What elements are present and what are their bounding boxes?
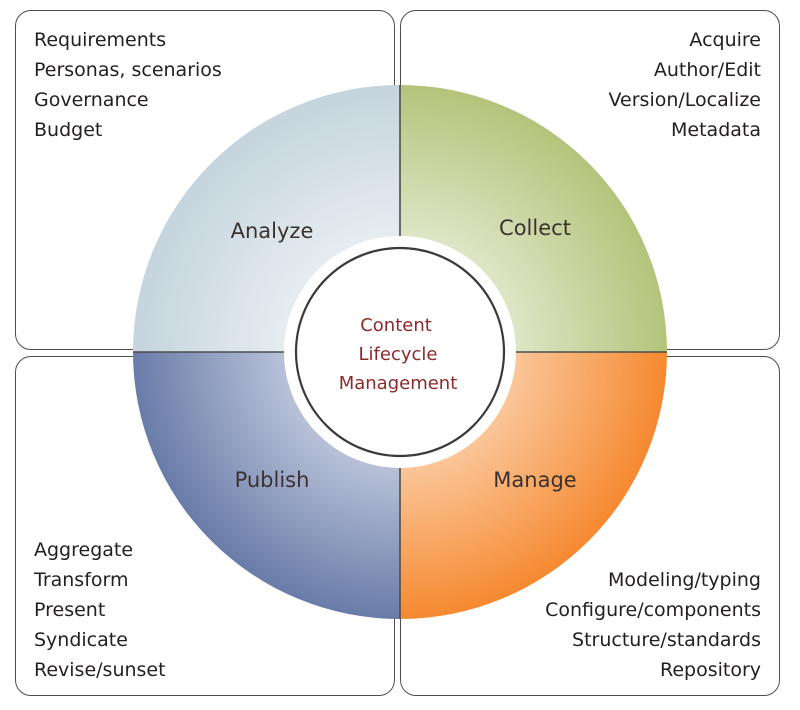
collect-label: Collect xyxy=(499,216,571,240)
publish-item: Transform xyxy=(34,569,129,591)
publish-label: Publish xyxy=(235,468,310,492)
publish-items-list: Aggregate Transform Present Syndicate Re… xyxy=(34,535,166,685)
center-label-line-3: Management xyxy=(339,373,458,394)
collect-item: Author/Edit xyxy=(653,59,761,81)
manage-item: Structure/standards xyxy=(572,629,761,651)
collect-item: Metadata xyxy=(671,119,761,141)
collect-item: Version/Localize xyxy=(608,89,761,111)
collect-items-list: Acquire Author/Edit Version/Localize Met… xyxy=(609,25,761,145)
analyze-item: Budget xyxy=(34,119,103,141)
analyze-items-list: Requirements Personas, scenarios Governa… xyxy=(34,25,222,145)
manage-item: Configure/components xyxy=(545,599,761,621)
publish-item: Aggregate xyxy=(34,539,134,561)
collect-item: Acquire xyxy=(689,29,761,51)
publish-item: Revise/sunset xyxy=(34,659,166,681)
analyze-item: Personas, scenarios xyxy=(34,59,222,81)
manage-item: Repository xyxy=(659,659,761,681)
analyze-label: Analyze xyxy=(231,219,314,243)
analyze-item: Governance xyxy=(34,89,149,111)
manage-label: Manage xyxy=(493,468,576,492)
analyze-item: Requirements xyxy=(34,29,167,51)
publish-item: Syndicate xyxy=(34,629,128,651)
center-label-line-2: Lifecycle xyxy=(359,344,438,365)
manage-item: Modeling/typing xyxy=(608,569,761,591)
center-label-line-1: Content xyxy=(360,315,432,336)
manage-items-list: Modeling/typing Configure/components Str… xyxy=(545,565,761,685)
publish-item: Present xyxy=(34,599,106,621)
center-hub xyxy=(294,246,506,458)
